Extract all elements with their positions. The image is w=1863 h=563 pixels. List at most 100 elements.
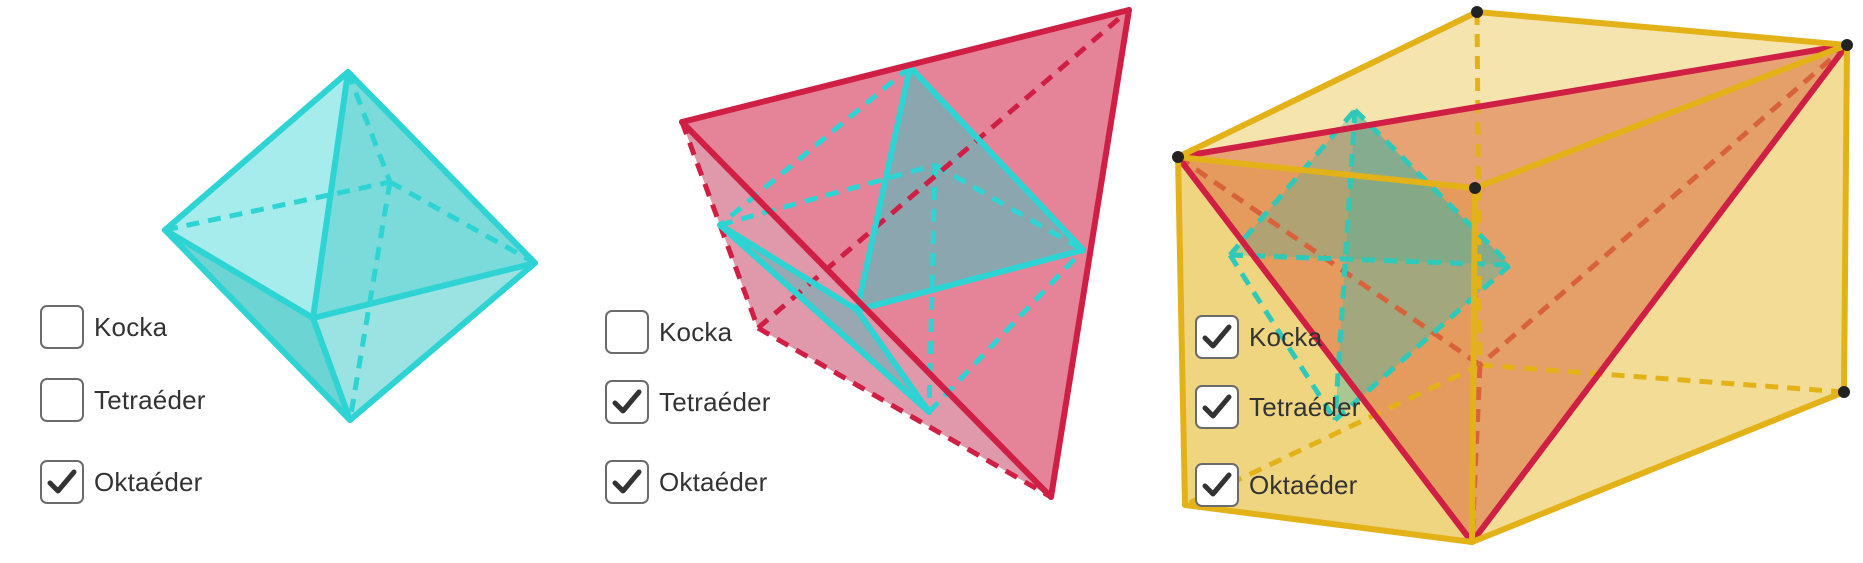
panel-all-three-in-cube [1172,0,1863,563]
tetrahedron-edge [679,119,1054,500]
octahedron-hidden-edge [388,179,537,266]
checkbox-box[interactable] [40,460,84,504]
octahedron-face [857,67,1083,310]
octahedron-hidden-edge [1227,253,1338,422]
tetrahedron-hidden-edge [1478,43,1849,367]
cube-vertex [1469,182,1481,194]
checkbox-kocka[interactable]: Kocka [605,310,732,354]
cube-edge [1182,502,1475,545]
octahedron-edge [347,260,538,423]
checkbox-tetraeder[interactable]: Tetraéder [40,378,206,422]
checkbox-label: Tetraéder [659,386,771,417]
cube-vertex [1471,6,1483,18]
tetrahedron-edge [1175,154,1475,545]
cube-solid [1172,6,1853,545]
octahedron-face [313,72,535,318]
octahedron-solid [162,69,538,423]
octahedron-hidden-edge [1353,108,1512,267]
checkbox-label: Kocka [1249,321,1323,352]
octahedron-edge [162,227,353,423]
checkbox-kocka[interactable]: Kocka [40,305,167,349]
checkbox-box[interactable] [605,460,649,504]
checkbox-label: Tetraéder [1249,391,1361,422]
octahedron-drawing[interactable] [0,0,560,563]
octahedron-hidden-edge [718,65,912,227]
checkbox-box[interactable] [605,380,649,424]
octahedron-edge [717,222,860,313]
octahedron-edge [854,247,1086,313]
tetrahedron-hidden-edge [679,121,761,329]
checkbox-oktaeder[interactable]: Oktaéder [1195,463,1358,507]
octahedron-hidden-edge [719,162,936,228]
checkmark-icon [612,389,642,414]
octahedron-edge [907,64,1086,253]
octahedron-edge [162,227,316,321]
checkbox-box[interactable] [40,378,84,422]
octahedron-hidden-edge [927,248,1085,414]
panel-octahedron-only: Kocka Tetraéder Oktaéder [0,0,560,563]
tetrahedron-face [1178,45,1847,542]
checkmark-icon [47,469,77,494]
checkbox-label: Kocka [94,311,168,342]
checkbox-box[interactable] [605,310,649,354]
checkbox-tetraeder[interactable]: Tetraéder [1195,385,1361,429]
octahedron-face [1335,110,1510,420]
octahedron-hidden-edge [1228,108,1357,257]
cube-drawing[interactable] [1172,0,1863,563]
checkmark-icon [1202,472,1232,497]
tetrahedron-hidden-edge [756,325,1053,500]
octahedron-edge [310,315,353,423]
checkbox-oktaeder[interactable]: Oktaéder [40,460,203,504]
tetrahedron-hidden-edge [756,8,1131,330]
octahedron-hidden-edge [164,179,391,233]
checkbox-oktaeder[interactable]: Oktaéder [605,460,768,504]
octahedron-edge [854,307,932,415]
checkbox-box[interactable] [40,305,84,349]
cube-edge [1469,389,1847,545]
tetrahedron-edge [1048,7,1132,500]
cube-vertex [1172,151,1184,163]
tetrahedron-edge [1469,42,1850,545]
octahedron-edge [310,69,351,321]
cube-edge [1175,154,1188,508]
cube-hidden-edge [1479,362,1845,395]
checkbox-box[interactable] [1195,315,1239,359]
checkmark-icon [1202,394,1232,419]
checkbox-label: Oktaéder [94,466,203,497]
cube-vertex [1841,39,1853,51]
checkbox-label: Kocka [659,316,733,347]
tetrahedron-solid [679,7,1132,500]
octahedron-edge [345,69,538,266]
checkbox-label: Tetraéder [94,384,206,415]
cube-edge [1175,9,1480,160]
tetrahedron-drawing[interactable] [590,0,1150,563]
octahedron-face [1230,110,1510,265]
octahedron-hidden-edge [1332,109,1358,421]
checkmark-icon [612,469,642,494]
checkbox-tetraeder[interactable]: Tetraéder [605,380,771,424]
checkbox-box[interactable] [1195,385,1239,429]
octahedron-hidden-edge [933,162,1085,253]
octahedron-edge [854,64,913,313]
cube-vertex [1838,386,1850,398]
octahedron-hidden-edge [1333,263,1512,422]
octahedron-face [313,263,535,420]
checkbox-label: Oktaéder [659,466,768,497]
octahedron-edge [162,69,351,233]
panel-octahedron-in-tetrahedron: Kocka Tetraéder Oktaéder [590,0,1150,563]
checkbox-kocka[interactable]: Kocka [1195,315,1322,359]
cube-edge [1472,42,1850,191]
cube-edge [1469,185,1478,545]
tetrahedron-edge [679,7,1132,125]
octahedron-hidden-edge [1229,252,1511,268]
cube-edge [1474,9,1850,48]
tetrahedron-hidden-edge [1469,364,1483,543]
tetrahedron-edge [1175,42,1850,160]
checkmark-icon [1202,324,1232,349]
octahedron-edge [717,222,932,415]
cube-edge [1841,42,1850,395]
cube-edge [1175,154,1478,191]
checkbox-box[interactable] [1195,463,1239,507]
octahedron-edge [310,260,538,321]
